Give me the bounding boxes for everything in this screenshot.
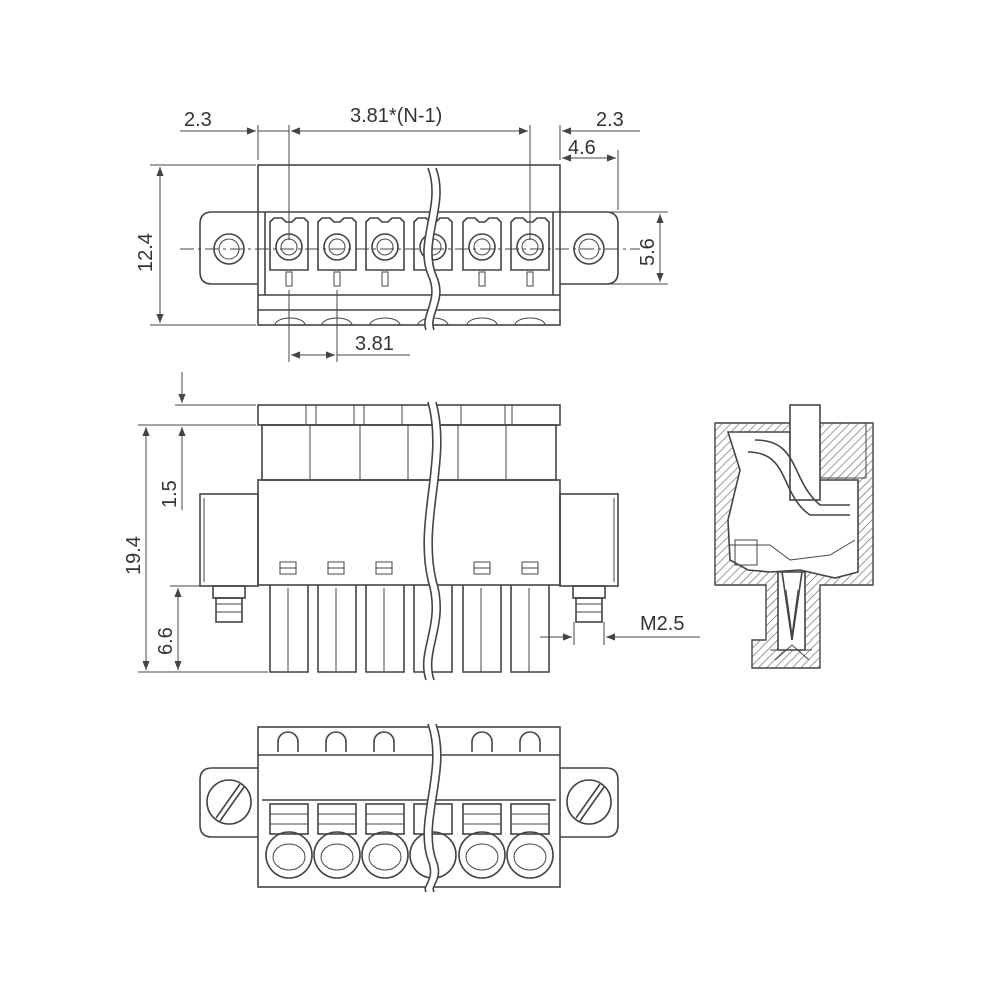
bottom-body-outline <box>257 726 561 888</box>
dim-pitch-total: 3.81*(N-1) <box>350 105 442 127</box>
top-view: 2.3 3.81*(N-1) 2.3 4.6 12.4 5.6 <box>135 105 668 362</box>
dim-flange-width: 4.6 <box>568 137 596 159</box>
front-right-flange <box>559 493 619 587</box>
dim-hole-spacing: 5.6 <box>637 238 659 266</box>
dim-front-height: 19.4 <box>123 536 145 575</box>
bottom-view <box>199 722 619 895</box>
left-screw-head <box>206 779 252 825</box>
dim-left-offset: 2.3 <box>184 109 212 131</box>
side-section-view <box>714 404 874 669</box>
dim-top-height: 12.4 <box>135 233 157 272</box>
dim-top-step: 1.5 <box>159 480 181 508</box>
left-flange <box>199 211 258 285</box>
front-left-flange <box>199 493 259 587</box>
front-pins <box>269 585 550 673</box>
wire-entry-holes <box>265 831 554 879</box>
front-view: 19.4 1.5 6.6 M2.5 <box>123 372 700 682</box>
left-screw <box>212 585 246 623</box>
right-screw-head <box>566 779 612 825</box>
top-pin-cells <box>269 217 550 287</box>
right-flange <box>560 211 619 285</box>
dim-screw-thread: M2.5 <box>640 613 684 635</box>
dim-right-offset: 2.3 <box>596 109 624 131</box>
front-body <box>257 479 561 586</box>
dim-pitch: 3.81 <box>355 333 394 355</box>
dim-pin-length: 6.6 <box>155 627 177 655</box>
spring-windows <box>269 803 550 835</box>
top-body-outline <box>257 164 561 326</box>
right-screw <box>572 585 606 623</box>
